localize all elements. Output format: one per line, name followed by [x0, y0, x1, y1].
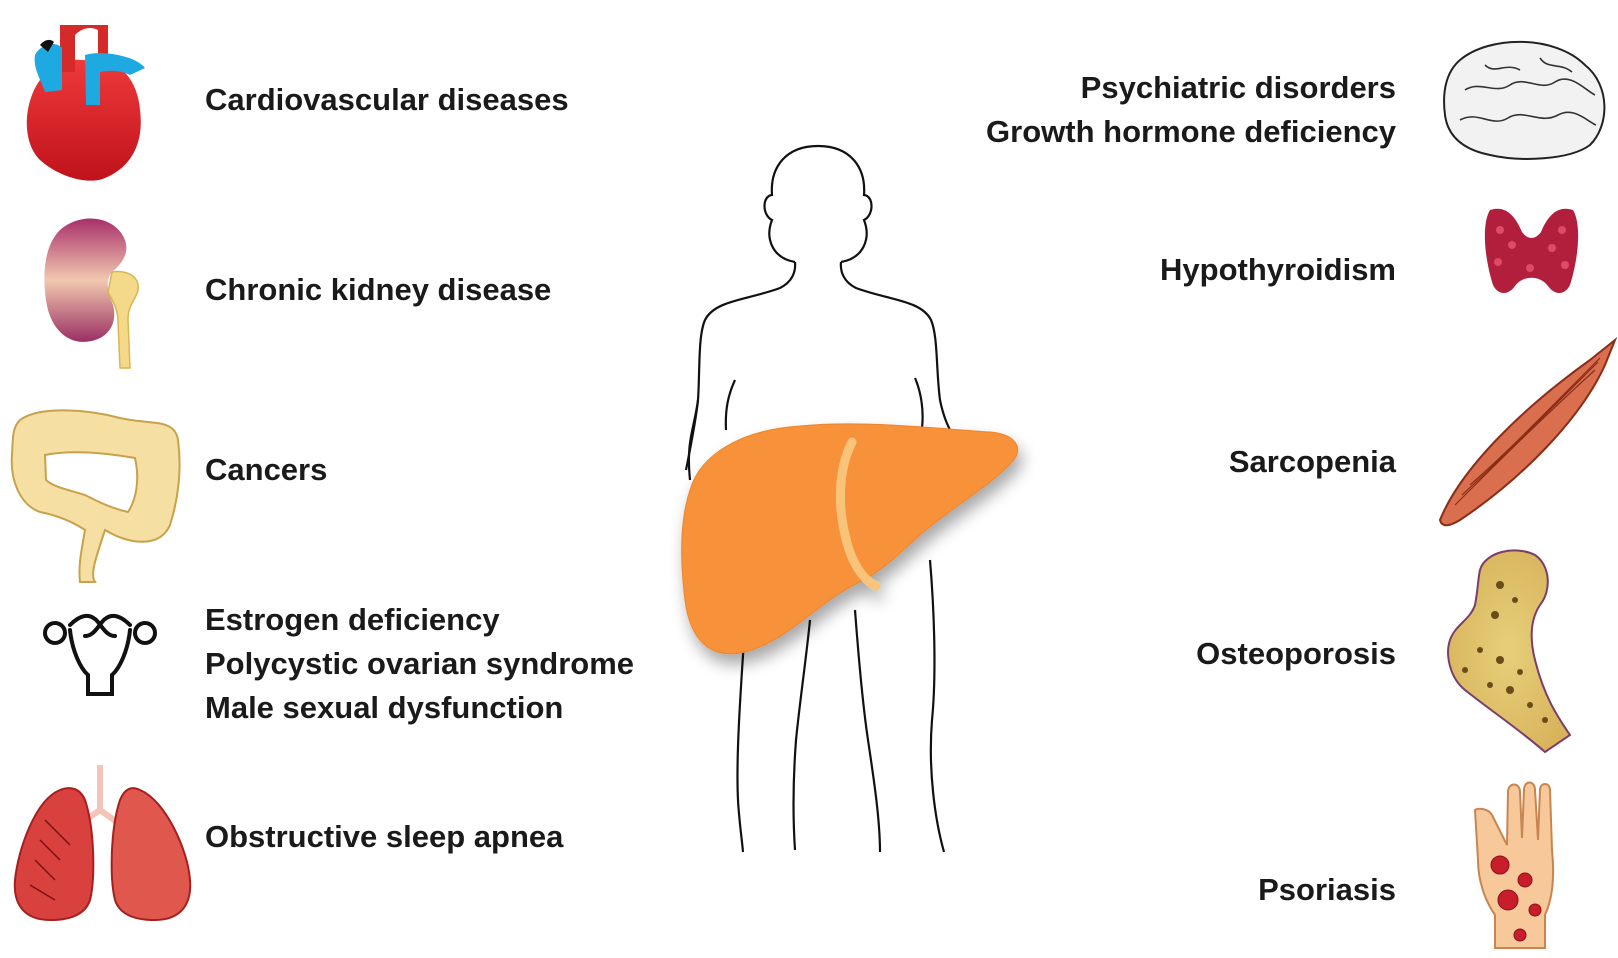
- thyroid-icon: [1485, 209, 1578, 293]
- label-psoriasis: Psoriasis: [1258, 868, 1396, 912]
- label-reproductive: Estrogen deficiency Polycystic ovarian s…: [205, 598, 634, 730]
- uterus-icon: [45, 616, 155, 694]
- label-cardiovascular: Cardiovascular diseases: [205, 78, 569, 122]
- muscle-icon: [1440, 340, 1615, 525]
- label-cancers: Cancers: [205, 448, 327, 492]
- liver-icon: [682, 424, 1018, 654]
- condition-text: Cardiovascular diseases: [205, 78, 569, 122]
- label-thyroid: Hypothyroidism: [1160, 248, 1396, 292]
- label-kidney: Chronic kidney disease: [205, 268, 551, 312]
- condition-text: Male sexual dysfunction: [205, 686, 634, 730]
- colon-icon: [12, 410, 180, 582]
- brain-icon: [1444, 42, 1604, 159]
- condition-text: Polycystic ovarian syndrome: [205, 642, 634, 686]
- bone-icon: [1448, 550, 1570, 752]
- label-brain: Psychiatric disorders Growth hormone def…: [986, 66, 1396, 154]
- condition-text: Psoriasis: [1258, 868, 1396, 912]
- condition-text: Psychiatric disorders: [986, 66, 1396, 110]
- lungs-icon: [15, 765, 190, 920]
- condition-text: Hypothyroidism: [1160, 248, 1396, 292]
- label-sleep-apnea: Obstructive sleep apnea: [205, 815, 563, 859]
- label-sarcopenia: Sarcopenia: [1229, 440, 1396, 484]
- heart-icon: [27, 25, 145, 181]
- condition-text: Osteoporosis: [1196, 632, 1396, 676]
- condition-text: Estrogen deficiency: [205, 598, 634, 642]
- condition-text: Chronic kidney disease: [205, 268, 551, 312]
- condition-text: Growth hormone deficiency: [986, 110, 1396, 154]
- condition-text: Obstructive sleep apnea: [205, 815, 563, 859]
- condition-text: Cancers: [205, 448, 327, 492]
- condition-text: Sarcopenia: [1229, 440, 1396, 484]
- hand-skin-icon: [1475, 783, 1553, 949]
- kidney-icon: [44, 219, 138, 368]
- label-osteoporosis: Osteoporosis: [1196, 632, 1396, 676]
